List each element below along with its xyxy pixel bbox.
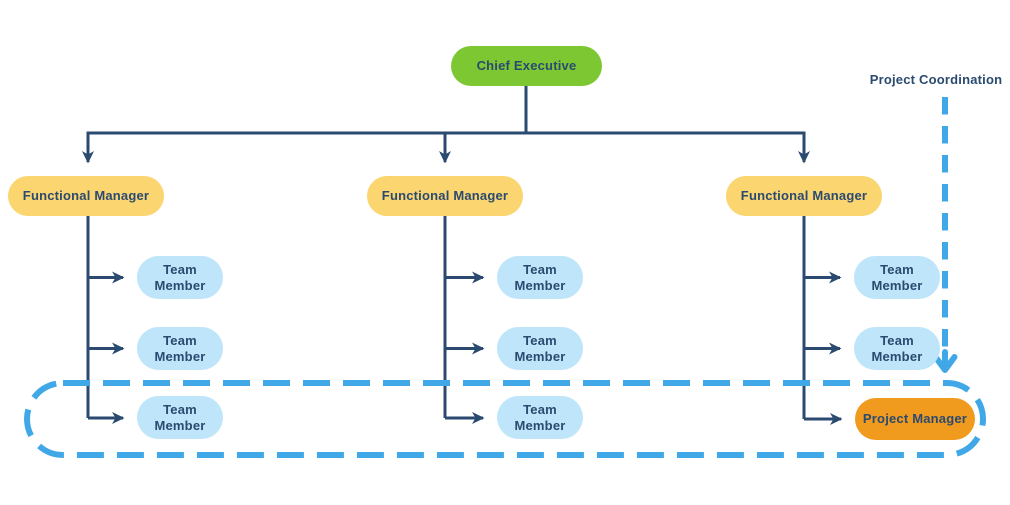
node-team-member-1-3: Team Member: [137, 396, 223, 439]
node-functional-manager-2: Functional Manager: [367, 176, 523, 216]
node-team-member-1-2: Team Member: [137, 327, 223, 370]
node-team-member-2-2: Team Member: [497, 327, 583, 370]
node-team-member-2-1: Team Member: [497, 256, 583, 299]
node-chief-executive: Chief Executive: [451, 46, 602, 86]
node-team-member-2-3: Team Member: [497, 396, 583, 439]
node-team-member-3-2: Team Member: [854, 327, 940, 370]
coordination-loop: [24, 380, 986, 458]
node-functional-manager-1: Functional Manager: [8, 176, 164, 216]
node-functional-manager-3: Functional Manager: [726, 176, 882, 216]
node-project-manager: Project Manager: [855, 398, 975, 440]
label-project-coordination: Project Coordination: [869, 72, 1003, 87]
node-team-member-3-1: Team Member: [854, 256, 940, 299]
node-team-member-1-1: Team Member: [137, 256, 223, 299]
